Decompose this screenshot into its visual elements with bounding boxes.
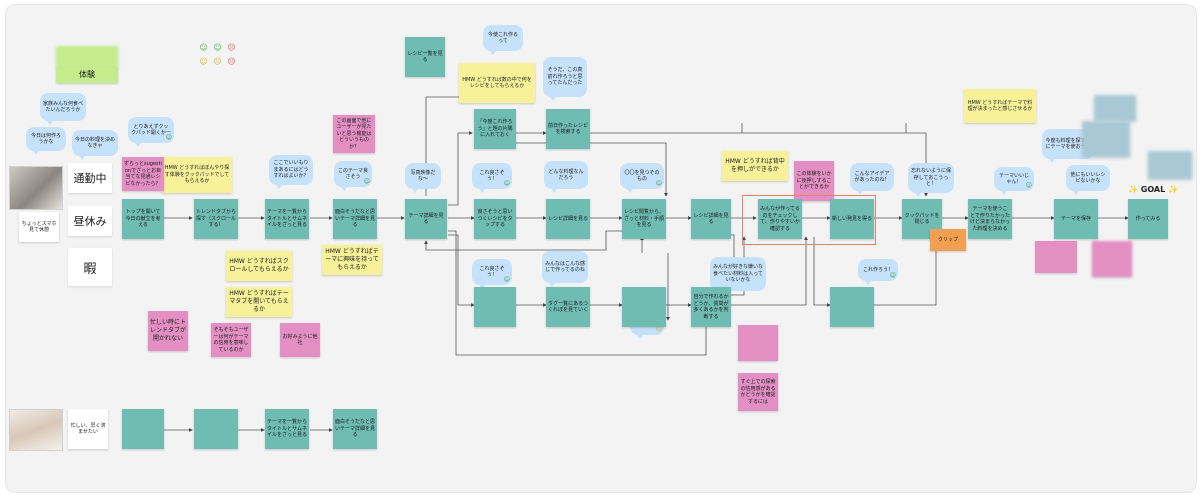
lane-commute: 通勤中 — [68, 163, 112, 193]
thought-bubble: ここでいいもりまあるにはどうすればよいか？ — [269, 155, 313, 189]
emoji-legend: ☺ ☺ ☹ ☺ ☹ ☹ — [199, 43, 236, 66]
smile-icon: ☺ — [503, 180, 510, 188]
action-step: 前日作ったレシピを検索する — [546, 109, 590, 149]
action-step — [194, 409, 238, 449]
hmw-note: HMW どうすれば背中を押しができるか — [722, 151, 788, 181]
pain-note — [738, 325, 778, 361]
thought-bubble: これ作ろう！☺ — [858, 259, 898, 285]
smile-icon: ☺ — [503, 276, 510, 284]
emotion-icon: ☹ — [227, 57, 236, 66]
highlight-frame — [742, 195, 876, 245]
emotion-icon: ☺ — [213, 43, 222, 52]
smile-icon: ☺ — [1025, 182, 1032, 190]
persona-photo-bottom — [9, 409, 63, 451]
blurred-note — [1148, 151, 1192, 179]
pain-note: ずらっとsugestionでざっとお目当てな見通レシピなかったら？ — [122, 157, 164, 191]
lane-side-note-bottom: 忙しい、早く済ませたい — [68, 409, 108, 449]
hmw-note: HMW どうすればスクロールしてもらえるか — [226, 251, 292, 281]
pain-note: お好みように他社 — [280, 323, 320, 357]
action-step: テーマを保存 — [1054, 199, 1098, 239]
smile-icon: ☺ — [655, 180, 662, 188]
action-step: 自分で作れるかどうか、質問が多くあるかを判断する — [691, 287, 731, 327]
thought-bubble: 忘れないように保存しておこうっと！ — [908, 163, 954, 197]
lane-lunch: 昼休み — [68, 206, 112, 236]
lane-tag: 体験 — [56, 67, 118, 83]
hmw-note: HMW どうすればぼんやり探す体験をクックパッドでしてもらえるか — [162, 157, 232, 193]
thought-bubble: 〇〇を見つそのもの☺ — [620, 163, 664, 193]
action-step: 面白そうだなと思いテーマ詳細を見る — [333, 409, 377, 449]
action-step — [474, 287, 516, 327]
emotion-icon: ☺ — [199, 57, 208, 66]
hmw-note: HMW どうすればテーマで料理が決まったと感じさせるか — [964, 89, 1036, 123]
thought-bubble: 今使これ作るって — [483, 25, 523, 55]
hmw-note: HMW どうすれば数の中で何をレシピをしてもらえるか — [459, 63, 535, 103]
thought-bubble: このテーマ良さそう☺ — [334, 161, 372, 191]
thought-bubble: 写真映像だな〜 — [405, 163, 441, 193]
action-step: タグ一覧にあるつくれぽを見ていく — [546, 287, 590, 327]
thought-bubble: 今日の料理を決めなきゃ — [72, 130, 118, 160]
lane-free: 暇 — [68, 248, 112, 286]
hmw-note: HMW どうすればテーマに興味を持ってもらえるか — [322, 245, 382, 275]
thought-bubble: みんなが好きな嫌いな食べたい材料は入っていないかな — [710, 257, 766, 295]
action-step — [830, 287, 874, 327]
blurred-note — [1094, 95, 1136, 121]
smile-icon: ☺ — [363, 178, 370, 186]
emotion-icon: ☹ — [227, 43, 236, 52]
smile-icon: ☺ — [165, 134, 172, 142]
pain-note — [1035, 241, 1077, 273]
goal-label: ✨ GOAL ✨ — [1128, 185, 1178, 194]
lane-side-note: ちょっとスマホ見て休憩 — [19, 212, 59, 242]
action-step: レシピ詳細を見る — [546, 199, 590, 239]
blurred-header-tag — [56, 46, 118, 68]
action-step: 作ってみる — [1128, 199, 1168, 239]
action-step: テーマを使うことで作りたかったけど決まらなかった料理を決める — [968, 199, 1012, 239]
pain-note — [1092, 241, 1132, 277]
thought-bubble: 今日は何作ろうかな — [26, 127, 66, 155]
action-step: 良さそうと思いつくレシピをタップする — [474, 199, 516, 239]
neutral-icon: ☺ — [655, 326, 662, 334]
pain-note: この体験をいかに後押しすることができるか — [794, 161, 834, 201]
pain-note: 忙しい時にトレンドタブが開かれない — [148, 311, 188, 351]
action-step — [122, 409, 164, 449]
emotion-icon: ☹ — [213, 57, 222, 66]
action-step — [622, 287, 666, 327]
clip-note: クリップ — [930, 229, 966, 251]
action-step: レシピ一覧を見る — [405, 37, 445, 77]
action-step: レシピ詳細を見る — [691, 199, 731, 239]
action-step: テーマ詳細を見る — [405, 199, 447, 239]
hmw-note: HMW どうすればテーマタブを開いてもらえるか — [226, 287, 292, 317]
action-step: 面白そうだなと思いテーマ詳細を見る — [333, 199, 377, 239]
action-step: トレンドタブから探す（スクロールする） — [194, 199, 238, 239]
pain-note: すぐ上での探索の信用感があるかどうかを確認するには — [738, 373, 778, 411]
blurred-note — [1082, 121, 1130, 157]
pain-note: この画面で他にユーザーが見たいと思う機能はどういうものか？ — [333, 115, 375, 153]
smile-icon: ☺ — [889, 272, 896, 280]
thought-bubble: これ良さそう！☺ — [472, 163, 512, 193]
thought-bubble: どんな料理なんだろう — [544, 161, 588, 193]
action-step: みんなが作ってるのをチェックして、作りやすいか確認する — [758, 199, 802, 239]
action-step: トップを開いて今日の献立を考える — [122, 199, 164, 239]
thought-bubble: そうだ、この真前れ作ろうと思ってたんだった — [543, 57, 587, 101]
thought-bubble: 他にもいいレシピないかな — [1066, 165, 1110, 195]
action-step: 新しい発見を得る — [830, 199, 874, 239]
action-step: テーマを一覧からタイトルとサムネイルをざっと見る — [265, 199, 309, 239]
emotion-icon: ☺ — [199, 43, 208, 52]
thought-bubble: 家族みんな何食べたいんだろうか — [40, 93, 86, 125]
action-step: テーマを一覧からタイトルとサムネイルをざっと見る — [265, 409, 309, 449]
action-step: 「今度これ作ろう」と題の片隅に入れておく — [474, 109, 516, 149]
thought-bubble: とりあえずクックパッド開くかー☺ — [128, 117, 174, 147]
thought-bubble: こんなアイデアがあったのね！ — [850, 163, 894, 195]
thought-bubble: テーマいいじゃん！☺ — [994, 167, 1034, 195]
thought-bubble: これ良さそう！☺ — [472, 259, 512, 289]
pain-note: そもそもユーザーは何がテーマの信用を意味しているのか — [211, 323, 251, 357]
persona-photo — [9, 166, 63, 210]
connector-lines — [163, 96, 1129, 432]
journey-map-board: 体験 ☺ ☺ ☹ ☺ ☹ ☹ 通勤中 昼休み 暇 ちょっとスマホ見て休憩 忙しい… — [5, 4, 1197, 493]
action-step: レシピ閲覧から、ざっと材料・手順を見る — [622, 199, 666, 239]
thought-bubble: みんなはこんな感じで作ってるのね — [542, 251, 588, 287]
